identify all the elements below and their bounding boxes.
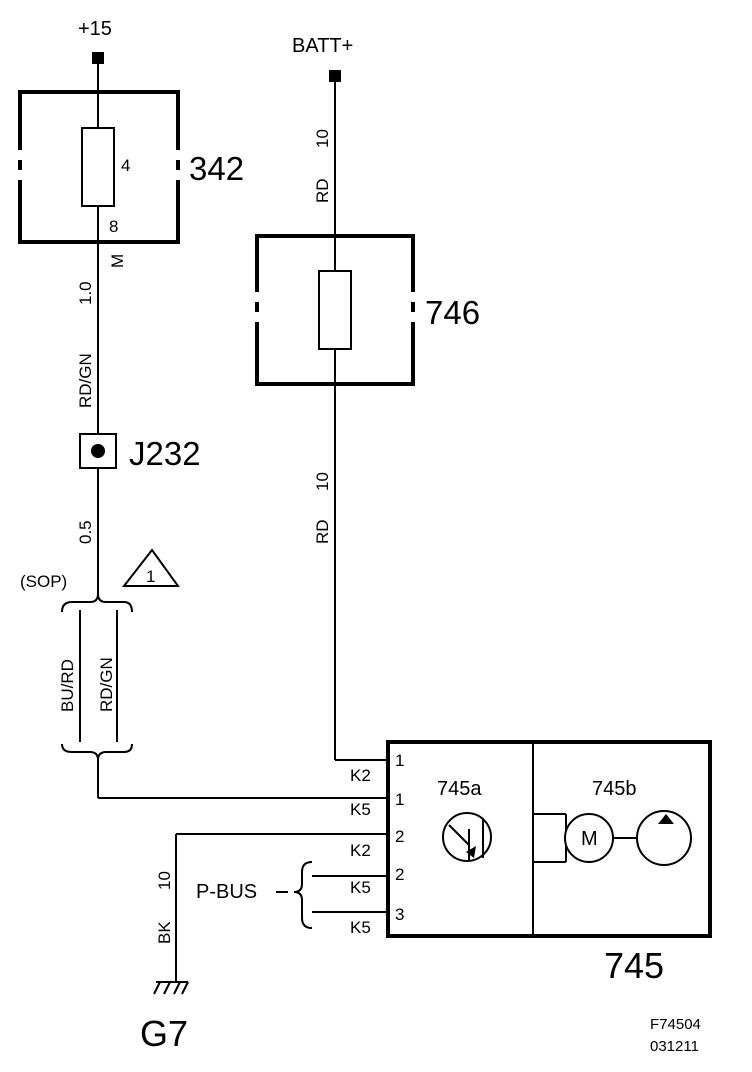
ground-icon xyxy=(153,981,189,995)
module-745 xyxy=(386,740,712,938)
batt-supply-label: BATT+ xyxy=(292,35,353,57)
ign-supply-label: +15 xyxy=(78,18,112,40)
fuse-342-pin-out: 8 xyxy=(109,217,118,236)
ground-label: G7 xyxy=(140,1013,188,1054)
sop-alt-color-1: BU/RD xyxy=(58,659,77,712)
module-745-label: 745 xyxy=(604,945,664,986)
pin-k5-3: 3 xyxy=(395,905,404,924)
ign-wire-color: RD/GN xyxy=(76,353,95,408)
note-number: 1 xyxy=(146,567,155,586)
ground-wire-color: BK xyxy=(155,921,174,944)
batt-wire-top-color: RD xyxy=(313,178,332,203)
fuse-342-element xyxy=(81,127,115,207)
note-triangle-icon xyxy=(121,548,180,587)
batt-wire-bottom-color: RD xyxy=(313,519,332,544)
fuse-342 xyxy=(16,90,182,244)
pin-k5-1: 1 xyxy=(395,790,404,809)
fuse-746-label: 746 xyxy=(425,294,480,331)
connector-k5-c: K5 xyxy=(350,918,371,937)
fuse-342-pin-in: 4 xyxy=(121,156,130,175)
j232-wire-size: 0.5 xyxy=(76,520,95,544)
pbus-brace xyxy=(293,861,313,929)
junction-j232-label: J232 xyxy=(129,435,201,472)
connector-k5-a: K5 xyxy=(350,800,371,819)
fuse-746-element xyxy=(318,270,352,350)
fuse-342-label: 342 xyxy=(189,150,244,187)
figure-code: F74504 xyxy=(650,1016,701,1033)
junction-j232-dot xyxy=(91,444,105,458)
transistor-icon xyxy=(442,812,492,862)
motor-icon xyxy=(533,813,638,863)
batt-wire-top-size: 10 xyxy=(313,129,332,148)
fuse-342-pin-m: M xyxy=(108,254,127,268)
sop-alt-color-2: RD/GN xyxy=(97,657,116,712)
ign-wire-size: 1.0 xyxy=(76,281,95,305)
pin-k2-1: 1 xyxy=(395,751,404,770)
module-745b-label: 745b xyxy=(592,778,637,800)
sop-label: (SOP) xyxy=(20,572,67,591)
ground-wire-size: 10 xyxy=(155,871,174,890)
pbus-label: P-BUS xyxy=(196,881,257,903)
connector-k2-b: K2 xyxy=(350,841,371,860)
pin-k2-2: 2 xyxy=(395,827,404,846)
sop-brace-bottom xyxy=(61,743,133,761)
pin-k5-2: 2 xyxy=(395,865,404,884)
fuse-746 xyxy=(253,234,417,386)
figure-date: 031211 xyxy=(650,1038,699,1055)
pump-icon xyxy=(636,810,692,866)
motor-label: M xyxy=(581,828,598,850)
connector-k2-a: K2 xyxy=(350,766,371,785)
batt-wire-bottom-size: 10 xyxy=(313,472,332,491)
connector-k5-b: K5 xyxy=(350,878,371,897)
module-745a-label: 745a xyxy=(437,778,482,800)
sop-brace-top xyxy=(61,593,133,613)
